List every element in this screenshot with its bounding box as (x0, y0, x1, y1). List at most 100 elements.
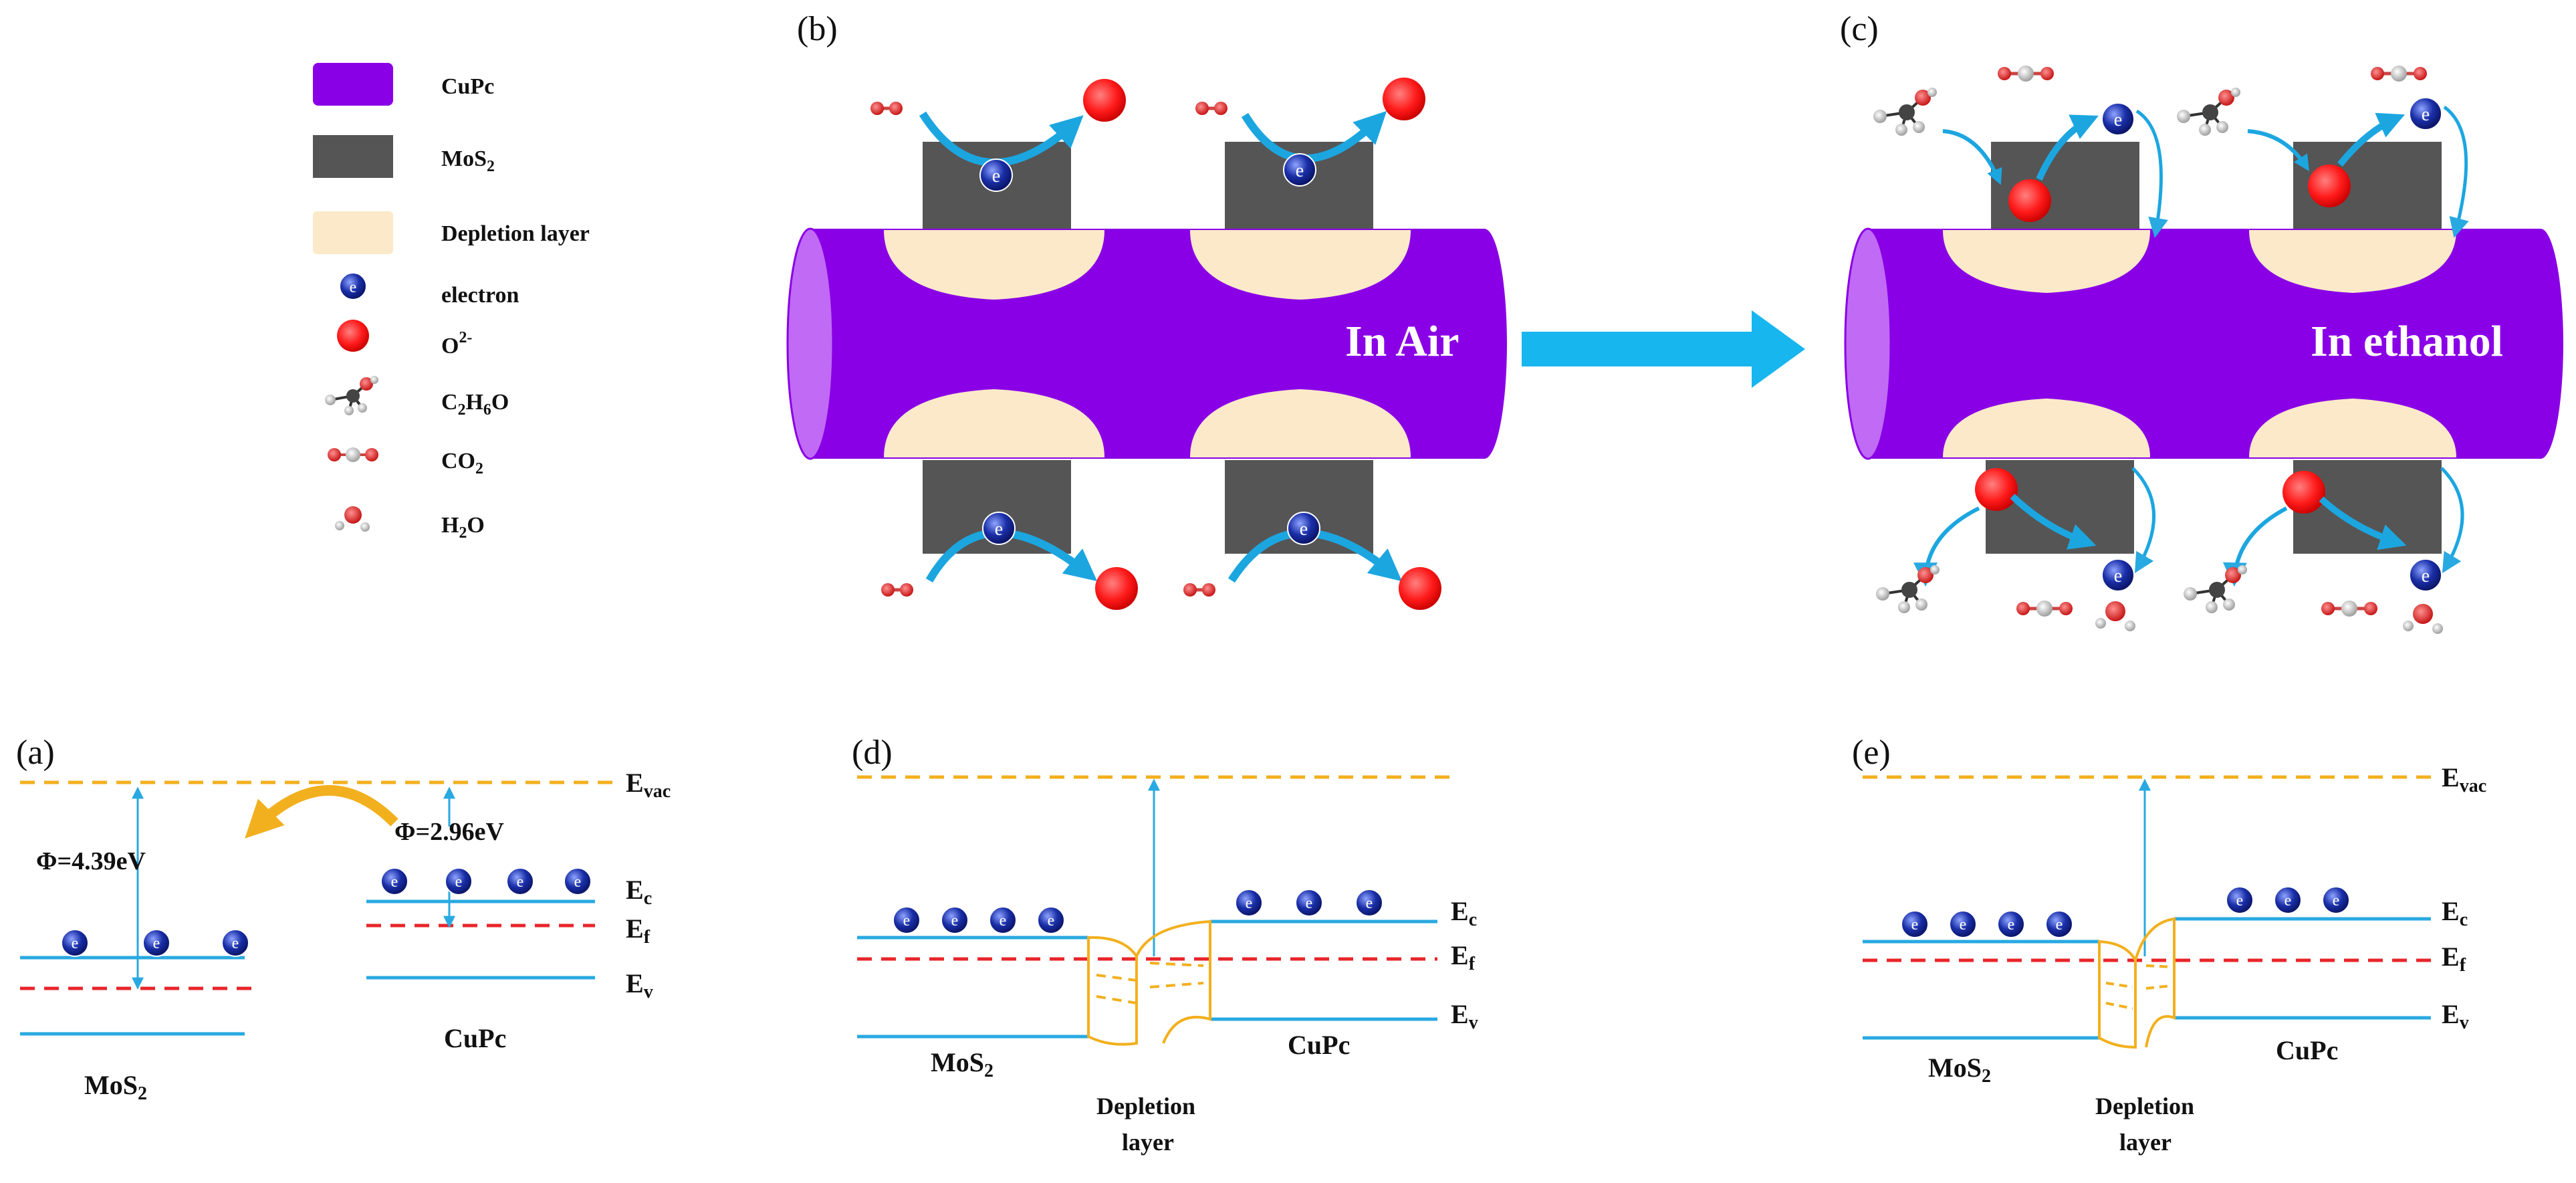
band-label-ef: Ef (2442, 942, 2466, 976)
panel-e-bands: Evac e e e e e e e Ec Ef Ev MoS2 CuPc De… (1863, 762, 2486, 1156)
legend-h2o-icon (335, 506, 370, 532)
svg-text:e: e (1911, 916, 1919, 934)
reaction-arrow (1942, 129, 2002, 185)
environment-label-ethanol: In ethanol (2311, 317, 2503, 366)
legend-swatch-mos2 (313, 135, 393, 178)
legend-label-co2: CO2 (441, 449, 483, 477)
legend-label-h2o: H2O (441, 513, 485, 542)
depletion-region (1190, 389, 1411, 457)
legend: CuPc MoS2 Depletion layer e electron O2-… (313, 63, 590, 542)
electron: e (1287, 512, 1320, 545)
legend-label-electron: electron (441, 283, 519, 308)
adsorbed-oxygen-ion (2008, 179, 2051, 222)
svg-text:e: e (2285, 892, 2292, 909)
depletion-band-bending (1087, 936, 1138, 1046)
electron-return-arrow (2440, 467, 2464, 574)
electron: e (1997, 910, 2025, 938)
svg-text:e: e (2333, 892, 2340, 909)
depletion-label-line1: Depletion (1096, 1093, 1195, 1119)
electron: e (2226, 886, 2254, 914)
legend-ethanol-icon (325, 376, 378, 415)
electron: e (142, 929, 170, 957)
svg-text:e: e (1306, 895, 1313, 912)
electron: e (1235, 889, 1263, 917)
electron: e (893, 906, 921, 934)
ethanol-molecule (2184, 565, 2247, 613)
material-label-cupc: CuPc (444, 1023, 506, 1053)
transition-arrow (1522, 310, 1805, 388)
electron: e (989, 906, 1017, 934)
depletion-dashes (1096, 962, 1204, 1004)
svg-text:e: e (1960, 916, 1967, 934)
svg-text:e: e (2422, 566, 2430, 586)
depletion-region (884, 230, 1104, 300)
band-label-ef: Ef (1451, 940, 1476, 974)
electron: e (1295, 889, 1323, 917)
depletion-band-bending (2134, 917, 2176, 1048)
panel-label-d: (d) (852, 734, 893, 772)
phi-mos2-label: Φ=4.39eV (36, 847, 146, 875)
svg-text:e: e (1296, 160, 1304, 181)
electron-flow-arrow (245, 784, 398, 839)
depletion-band-bending (1135, 920, 1211, 1044)
material-label-mos2: MoS2 (931, 1047, 993, 1081)
depletion-region (2249, 230, 2456, 293)
svg-text:e: e (391, 873, 398, 891)
electron: e (2409, 97, 2442, 130)
legend-label-cupc: CuPc (441, 74, 494, 99)
svg-text:e: e (1366, 895, 1373, 912)
legend-swatch-cupc (313, 63, 393, 106)
o2-molecule (881, 583, 913, 597)
phi-cupc-label: Φ=2.96eV (394, 818, 505, 846)
electron: e (2322, 886, 2350, 914)
material-label-mos2: MoS2 (1928, 1053, 1991, 1087)
electron: e (1037, 906, 1065, 934)
svg-text:e: e (574, 873, 582, 891)
depletion-label-line2: layer (1122, 1129, 1174, 1156)
electron: e (221, 929, 249, 957)
svg-text:e: e (1048, 912, 1055, 930)
electron-release-arrow (2337, 112, 2406, 167)
svg-text:e: e (2114, 566, 2122, 586)
svg-text:e: e (2114, 110, 2122, 130)
band-label-evac: Evac (626, 768, 671, 802)
co2-molecule (2016, 601, 2073, 617)
legend-oxygen-icon (337, 320, 369, 352)
electron-return-arrow (2135, 109, 2168, 238)
panel-a-bands: Evac Φ=4.39eV e e e MoS2 Φ=2.96eV e e e … (20, 768, 671, 1104)
material-label-cupc: CuPc (1288, 1030, 1350, 1060)
adsorbed-oxygen-ion (1399, 567, 1441, 610)
band-label-ec: Ec (2442, 896, 2468, 930)
depletion-label-line2: layer (2119, 1129, 2172, 1156)
co2-molecule (1998, 66, 2054, 82)
legend-label-ethanol: C2H6O (441, 390, 509, 419)
legend-electron-symbol: e (350, 279, 357, 296)
ethanol-molecule (1873, 88, 1937, 136)
adsorbed-oxygen-ion (1383, 78, 1425, 120)
electron-return-arrow (2131, 467, 2155, 574)
material-label-cupc: CuPc (2276, 1035, 2338, 1065)
svg-text:e: e (995, 519, 1003, 540)
svg-text:e: e (1300, 519, 1308, 540)
cupc-nanotube-end (1844, 227, 1892, 460)
panel-d-bands: e e e e e e e Ec Ef Ev MoS2 CuPc Depleti… (857, 775, 1478, 1156)
adsorbed-oxygen-ion (2282, 471, 2325, 514)
band-label-ev: Ev (2442, 999, 2469, 1033)
electron: e (445, 867, 473, 895)
h2o-molecule (2095, 601, 2135, 631)
svg-text:e: e (2236, 892, 2244, 909)
electron-release-arrow (2319, 496, 2407, 550)
cupc-nanotube-end (786, 227, 834, 460)
legend-label-depletion: Depletion layer (441, 221, 590, 246)
svg-text:e: e (232, 935, 239, 952)
material-label-mos2: MoS2 (84, 1070, 147, 1104)
electron: e (380, 867, 408, 895)
o2-molecule (1195, 102, 1227, 115)
depletion-region (884, 389, 1104, 457)
depletion-band-bending (2098, 940, 2137, 1049)
panel-label-b: (b) (797, 10, 838, 48)
electron-return-arrow (2443, 105, 2469, 238)
adsorbed-oxygen-ion (1975, 468, 2018, 511)
electron: e (61, 929, 89, 957)
